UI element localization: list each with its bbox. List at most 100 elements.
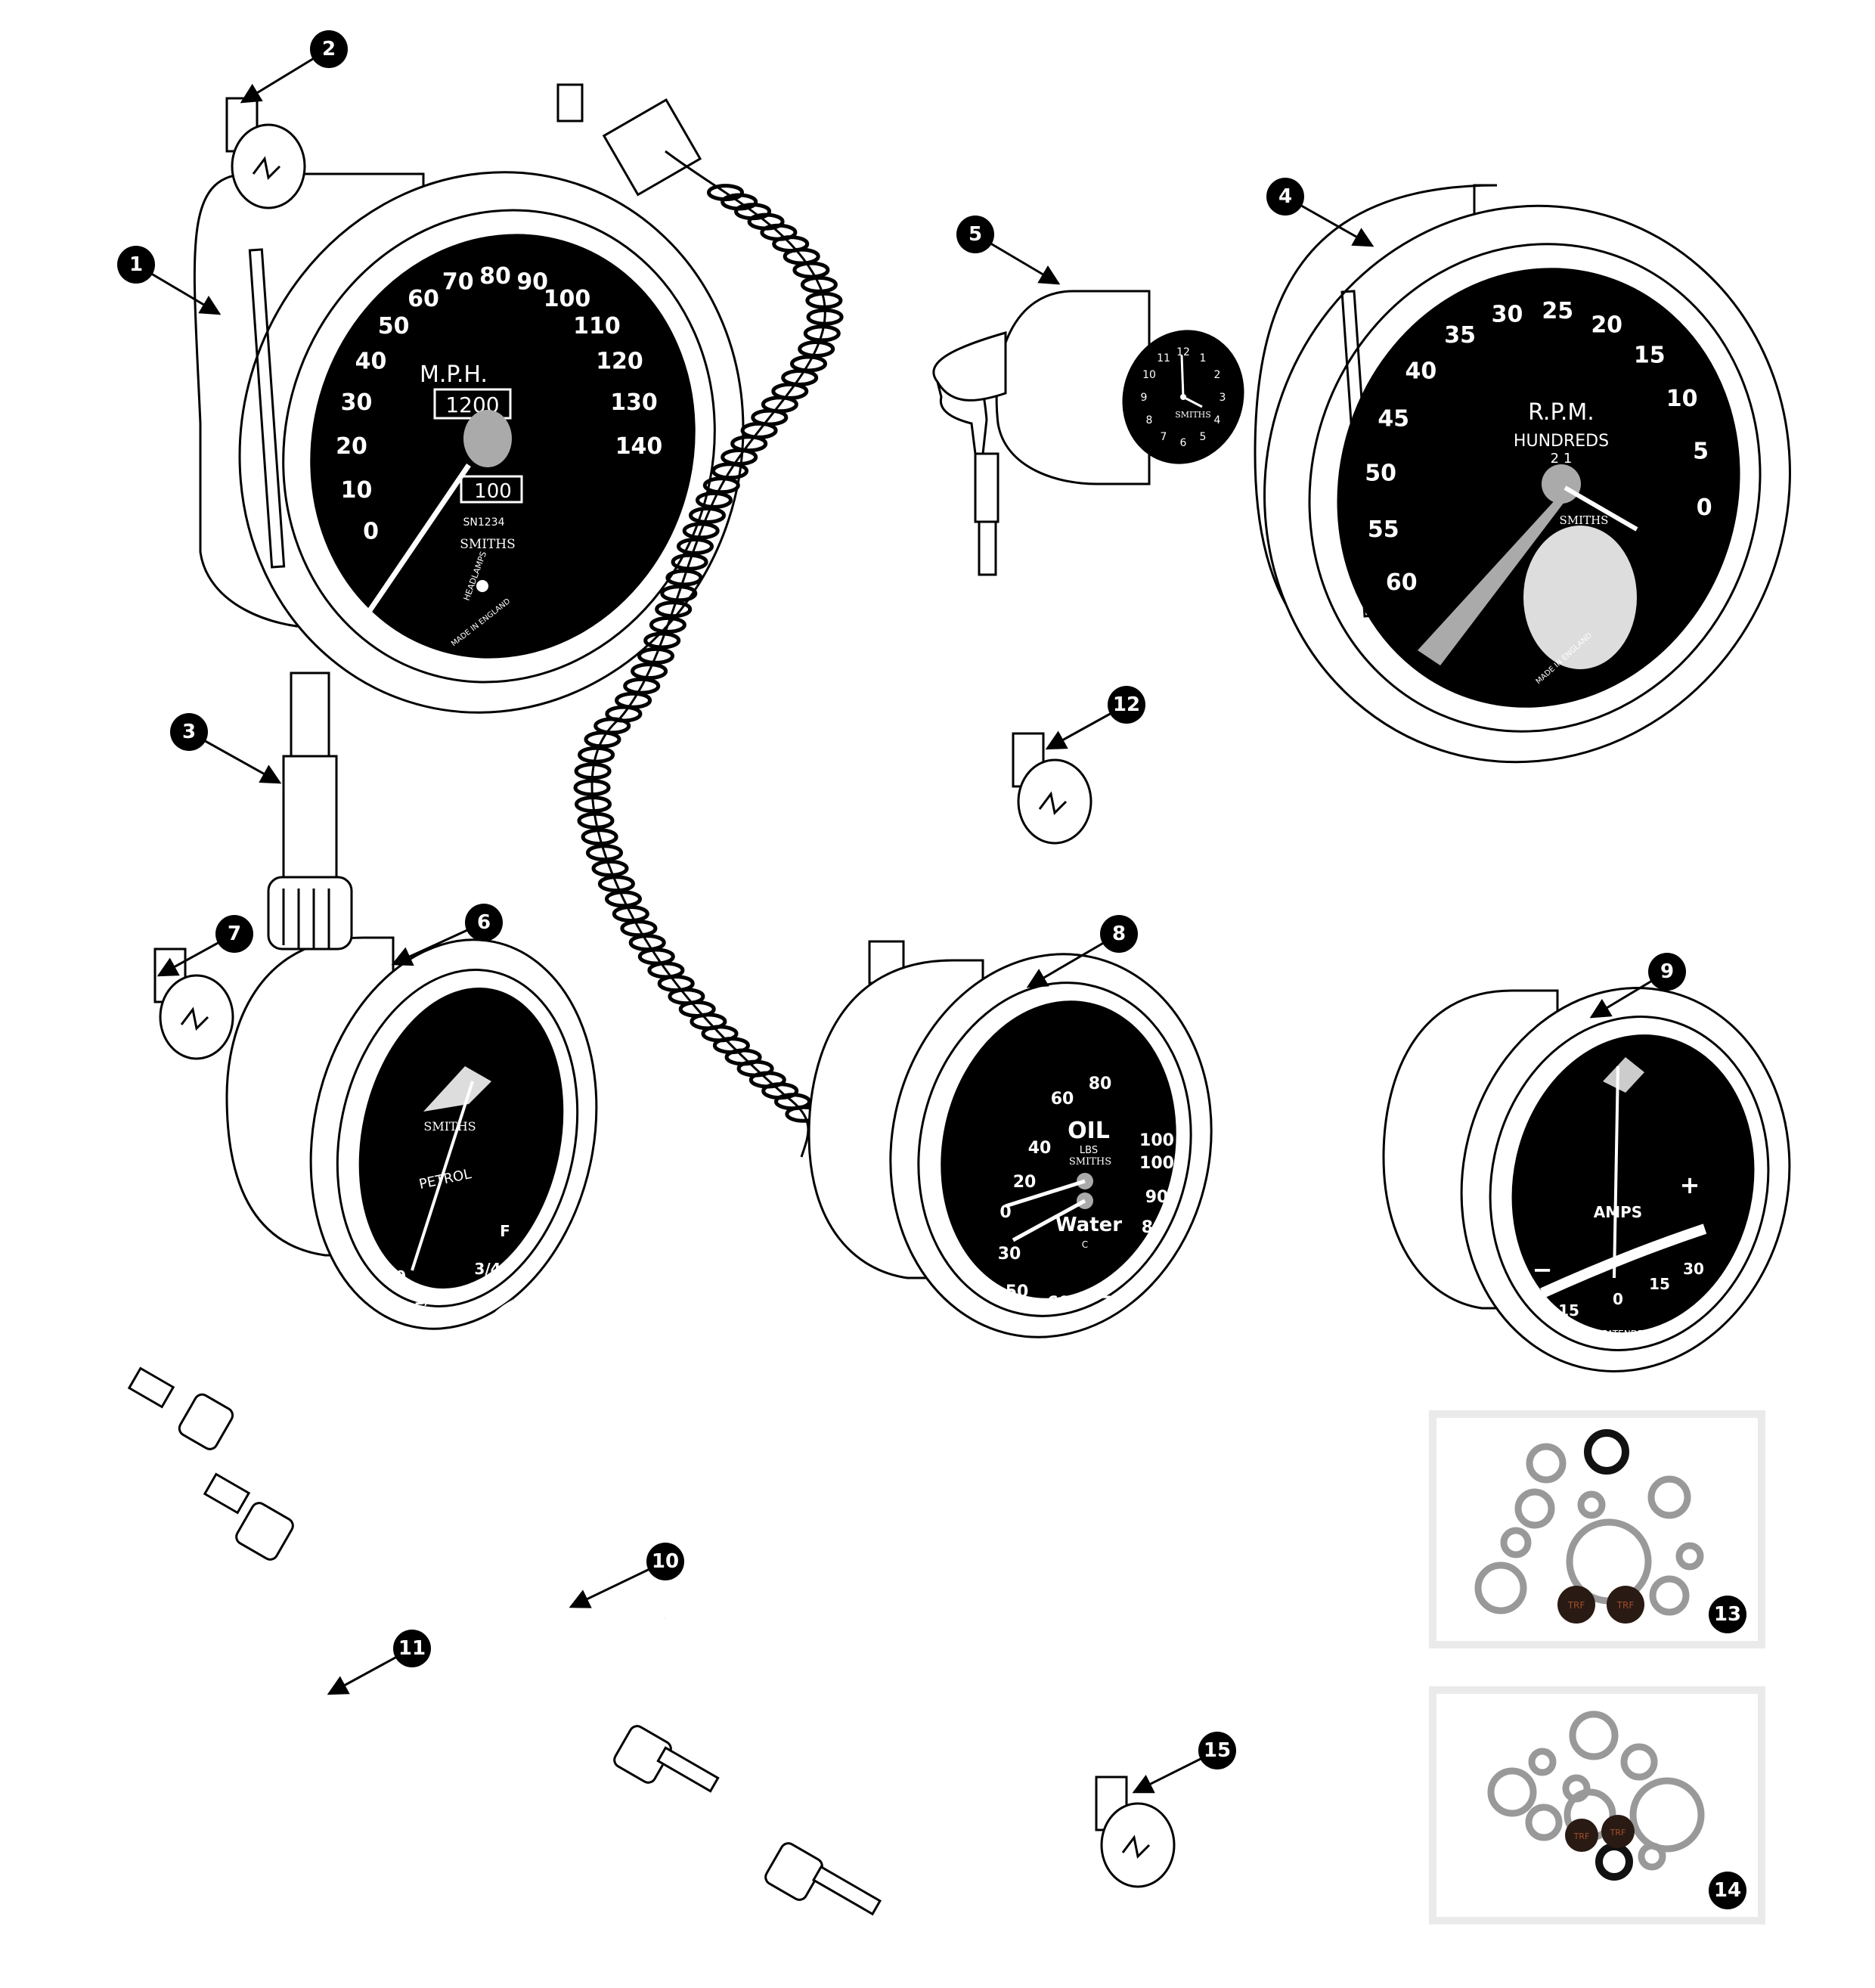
clock-hour-label: 4 (1214, 414, 1221, 426)
water-label: Water (1055, 1214, 1122, 1236)
bezel-ring (1647, 1475, 1691, 1519)
spring-coil (575, 796, 612, 814)
spring-coil (637, 647, 674, 665)
fuel-brand: SMITHS (423, 1119, 476, 1134)
spring-coil (649, 616, 686, 634)
fuel-marks: 01/43/4F (395, 1222, 510, 1308)
spring-coil (591, 859, 629, 877)
speedo-brand: SMITHS (460, 537, 516, 552)
clock-hour-label: 10 (1142, 369, 1156, 381)
callout-badge: 11 (393, 1630, 431, 1667)
spring-coil (805, 291, 843, 309)
speedo-tick-label: 0 (363, 519, 379, 545)
spring-coil (660, 585, 698, 603)
tacho-tick-label: 45 (1378, 405, 1409, 432)
tacho-tick-label: 35 (1444, 322, 1476, 349)
speedo-tick-label: 80 (479, 263, 511, 290)
bulb-2 (225, 97, 306, 209)
spring-coil (573, 779, 611, 797)
speedo-tick-label: 120 (596, 349, 643, 375)
oil-tick-label: 20 (1013, 1173, 1037, 1192)
callout-number: 3 (182, 721, 196, 743)
clock-brand: SMITHS (1175, 410, 1211, 420)
amps-plus: + (1680, 1171, 1700, 1199)
tacho-tick-label: 55 (1368, 516, 1399, 543)
speedo-tick-label: 10 (341, 477, 373, 504)
amps-minus: − (1533, 1255, 1553, 1284)
water-unit: C (1082, 1239, 1088, 1250)
clock-hour-label: 8 (1146, 414, 1153, 426)
tacho-brand: SMITHS (1560, 513, 1609, 527)
tachometer: R.P.M. HUNDREDS 2 1 SMITHS MADE IN ENGLA… (1254, 184, 1791, 764)
fuel-mark-label: 1/4 (414, 1290, 440, 1308)
bezel-ring (1528, 1748, 1557, 1776)
spring-coil (682, 522, 720, 540)
tacho-tick-label: 60 (1386, 569, 1418, 596)
callout-number: 5 (968, 223, 982, 246)
tacho-tick-label: 0 (1697, 495, 1712, 521)
callout-badge: 2 (310, 30, 348, 68)
amps-label: AMPS (1594, 1203, 1642, 1221)
clock-hour-label: 12 (1176, 346, 1190, 358)
amps-tick-label: 30 (1683, 1260, 1704, 1278)
ring-13-lens-b: TRF (1616, 1600, 1635, 1611)
oil-tick-label: 0 (999, 1203, 1011, 1222)
callout-badge: 9 (1648, 953, 1686, 991)
speedo-unit-label: M.P.H. (420, 361, 488, 388)
spring-coil (597, 875, 635, 893)
callout-number: 15 (1204, 1739, 1231, 1762)
callout-badge: 14 (1709, 1872, 1746, 1909)
tacho-sub-label: HUNDREDS (1514, 432, 1609, 451)
spring-coil (671, 553, 708, 571)
callout-number: 8 (1112, 923, 1126, 945)
tacho-tick-label: 5 (1693, 438, 1709, 464)
amps-tick-label: 0 (1613, 1290, 1623, 1308)
spring-coil (586, 844, 623, 862)
callout-number: 4 (1278, 185, 1292, 208)
bezel-ring (1629, 1777, 1705, 1853)
fuel-gauge: SMITHS PETROL 01/43/4F (225, 936, 598, 1330)
oil-water-gauge: OIL LBS SMITHS Water C 02040608010030506… (807, 940, 1213, 1338)
speedo-tick-label: 110 (573, 313, 621, 340)
water-tick-label: 50 (1006, 1282, 1029, 1301)
spring-coil (806, 308, 844, 326)
bezel-ring (1675, 1542, 1704, 1571)
amps-patent: PATENDET (1602, 1329, 1649, 1339)
callout-number: 14 (1714, 1879, 1741, 1902)
speedo-tick-label: 20 (336, 433, 367, 460)
cable-spring (573, 184, 844, 1123)
speedo-trip: 100 (474, 480, 512, 503)
bezel-ring (1526, 1443, 1567, 1484)
bezel-ring (1514, 1488, 1555, 1529)
water-tick-label: 70 (1100, 1294, 1123, 1313)
bezel-ring (1525, 1803, 1563, 1841)
amps-tick-label: 15 (1558, 1301, 1579, 1320)
spring-coil (677, 538, 714, 555)
speedo-tick-label: 50 (378, 313, 410, 340)
tacho-tick-label: 10 (1666, 386, 1698, 412)
tacho-tick-label: 40 (1405, 358, 1437, 384)
water-tick-label: 60 (1047, 1294, 1071, 1313)
callout-badge: 4 (1266, 178, 1304, 216)
speedo-tick-label: 60 (408, 286, 439, 312)
oil-tick-label: 60 (1051, 1090, 1074, 1109)
oil-tick-label: 100 (1139, 1131, 1174, 1150)
ring-14-lens-b: TRF (1610, 1828, 1626, 1838)
fuel-mark-label: F (500, 1222, 510, 1240)
spring-coil (584, 730, 621, 749)
clock-hour-label: 9 (1141, 392, 1148, 404)
callout-number: 13 (1714, 1603, 1741, 1626)
speedo-tick-label: 100 (544, 286, 591, 312)
tacho-tick-label: 15 (1634, 343, 1666, 369)
oil-brand: SMITHS (1069, 1156, 1111, 1168)
callout-number: 2 (322, 38, 336, 60)
tacho-tick-label: 25 (1542, 298, 1573, 324)
callout-badge: 1 (117, 246, 155, 284)
